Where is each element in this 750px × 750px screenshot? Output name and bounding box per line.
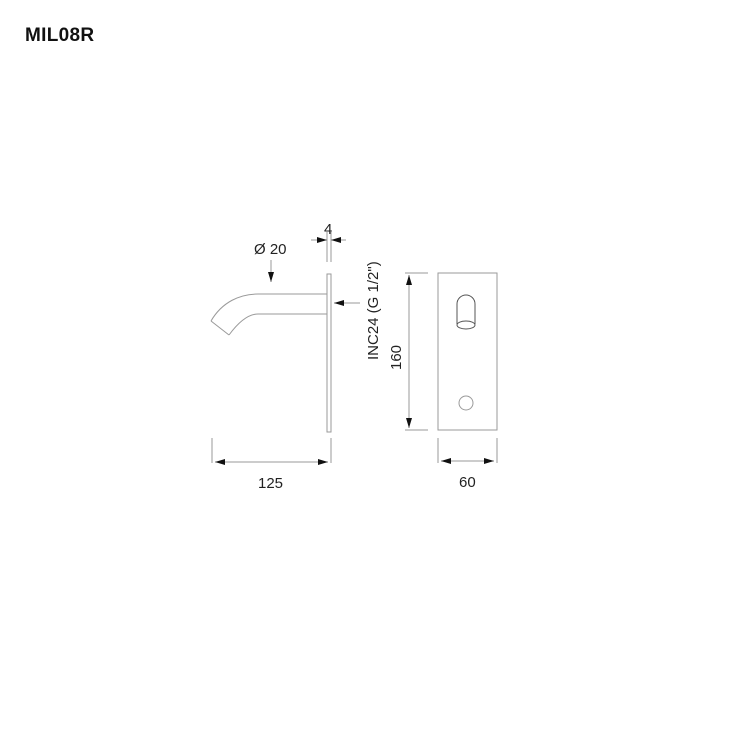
plate-thickness-dimension: 4	[311, 221, 346, 262]
svg-text:Ø 20: Ø 20	[254, 241, 287, 258]
side-view-spout	[210, 293, 327, 336]
connection-label: INC24 (G 1/2")	[365, 261, 382, 360]
side-view-plate	[326, 273, 332, 433]
diameter-dimension: Ø 20	[254, 241, 287, 282]
plate-width-dimension: 60	[437, 438, 498, 491]
height-label: 160	[388, 345, 405, 370]
front-view-plate	[437, 272, 498, 431]
svg-text:4: 4	[324, 221, 332, 238]
svg-text:125: 125	[258, 475, 283, 492]
spout-length-dimension: 125	[211, 438, 332, 492]
product-code-title: MIL08R	[25, 25, 95, 46]
svg-text:60: 60	[459, 474, 476, 491]
height-dimension	[405, 272, 428, 431]
